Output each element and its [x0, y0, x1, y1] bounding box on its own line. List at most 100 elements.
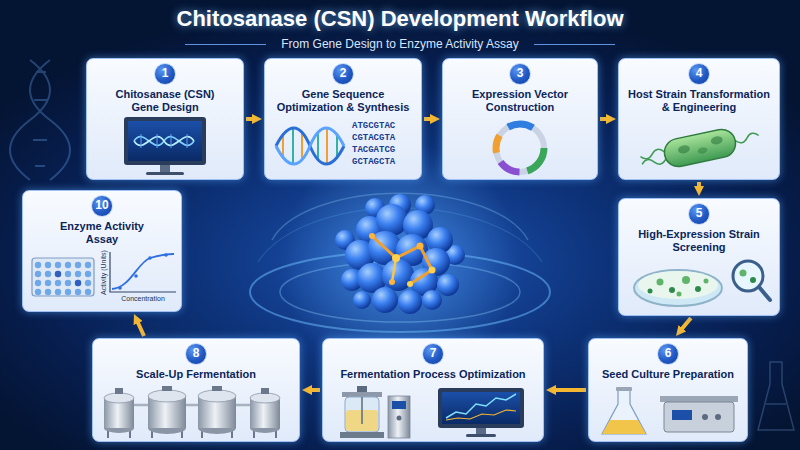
dna-helix	[276, 128, 344, 164]
bioreactor	[388, 396, 410, 438]
dna-decoration	[34, 99, 48, 101]
protein-structure	[398, 290, 422, 314]
computer-monitor	[160, 165, 170, 172]
shaker-incubator	[715, 414, 721, 420]
well-plate	[75, 280, 81, 286]
computer-monitor	[157, 134, 158, 148]
sequence-text: GCTAGCTA	[352, 157, 395, 168]
well-plate	[35, 271, 41, 277]
bacterium	[638, 122, 761, 174]
well-plate	[75, 271, 81, 277]
step-title: Scale-Up Fermentation	[100, 368, 292, 381]
activity-chart	[164, 253, 168, 257]
steel-fermenters	[236, 404, 250, 407]
flow-arrow	[697, 182, 701, 188]
computer-monitor	[171, 134, 172, 148]
well-plate	[85, 271, 91, 277]
steel-fermenters	[148, 390, 186, 402]
dna-helix	[276, 128, 344, 164]
ligand-sticks	[369, 233, 436, 287]
plasmid-ring	[496, 124, 544, 172]
well-plate	[85, 289, 91, 295]
data-monitor	[438, 388, 524, 437]
ligand-sticks	[392, 254, 400, 262]
step-title: Enzyme Activity Assay	[52, 220, 152, 246]
computer-monitor	[187, 134, 188, 148]
well-plate	[35, 262, 41, 268]
step-title: High-Expression Strain Screening	[624, 228, 774, 254]
glassware-decoration	[758, 362, 794, 430]
plasmid-ring	[496, 124, 544, 172]
magnifier	[733, 261, 770, 300]
bacterium	[641, 156, 666, 168]
step-number: 10	[91, 195, 113, 217]
page-title: Chitosanase (CSN) Development Workflow	[0, 6, 800, 32]
dna-helix	[292, 127, 294, 165]
orbit-rings	[250, 252, 550, 332]
sequence-text: ATGCGTAC	[352, 121, 395, 132]
plasmid-ring	[496, 124, 544, 172]
petri-dish	[669, 287, 675, 293]
subtitle-rule	[534, 44, 615, 45]
flow-arrow	[137, 321, 144, 336]
flow-arrow	[681, 318, 691, 330]
steel-fermenters	[162, 386, 172, 391]
process-card: 3Expression Vector Construction	[442, 58, 598, 180]
well-plate	[55, 271, 61, 277]
well-plate	[85, 280, 91, 286]
bacterium	[677, 144, 690, 154]
shaker-incubator	[660, 396, 738, 402]
petri-dish	[634, 270, 722, 306]
well-plate	[35, 289, 41, 295]
bacterium	[640, 148, 665, 160]
well-plate	[65, 289, 71, 295]
activity-chart	[112, 254, 174, 289]
ligand-sticks	[389, 279, 395, 285]
ligand-sticks	[407, 281, 413, 287]
step-title: Gene Sequence Optimization & Synthesis	[272, 88, 414, 114]
culture-flask	[602, 387, 646, 434]
data-monitor	[446, 410, 516, 420]
well-plate	[45, 262, 51, 268]
petri-dish	[638, 271, 718, 299]
computer-monitor	[134, 137, 194, 146]
shaker-incubator	[702, 414, 708, 420]
magnifier	[750, 277, 756, 283]
dna-decoration	[36, 71, 46, 73]
step-number: 6	[657, 343, 679, 365]
sequence-text: TACGATCG	[352, 145, 395, 156]
bioreactor	[361, 397, 363, 424]
well-plate	[45, 289, 51, 295]
bioreactor	[357, 386, 367, 393]
bacterium	[734, 132, 759, 144]
dna-decoration	[10, 60, 70, 180]
well-plate	[65, 262, 71, 268]
steel-fermenters	[108, 430, 276, 438]
well-plate	[65, 271, 71, 277]
activity-chart	[118, 286, 122, 290]
protein-structure	[422, 290, 442, 310]
dna-helix	[326, 127, 328, 165]
steel-fermenters	[104, 386, 280, 438]
well-plate	[55, 271, 61, 277]
data-monitor	[442, 392, 520, 424]
bacterium	[697, 147, 708, 155]
axis-label: Activity (Units)	[99, 242, 108, 302]
glassware-decoration	[766, 403, 786, 405]
well-plate	[75, 280, 81, 286]
axis-label: Concentration	[108, 294, 178, 303]
bioreactor	[340, 432, 384, 438]
step-number: 1	[154, 63, 176, 85]
step-number: 3	[509, 63, 531, 85]
steel-fermenters	[261, 388, 269, 394]
steel-fermenters	[198, 390, 236, 402]
well-plate	[32, 258, 94, 296]
data-monitor	[438, 388, 524, 428]
computer-monitor	[134, 137, 194, 146]
orbit-rings	[272, 193, 528, 240]
bacterium	[710, 135, 723, 145]
magnifier	[733, 261, 763, 291]
well-plate	[85, 262, 91, 268]
ligand-sticks	[369, 233, 375, 239]
subtitle: From Gene Design to Enzyme Activity Assa…	[0, 37, 800, 51]
